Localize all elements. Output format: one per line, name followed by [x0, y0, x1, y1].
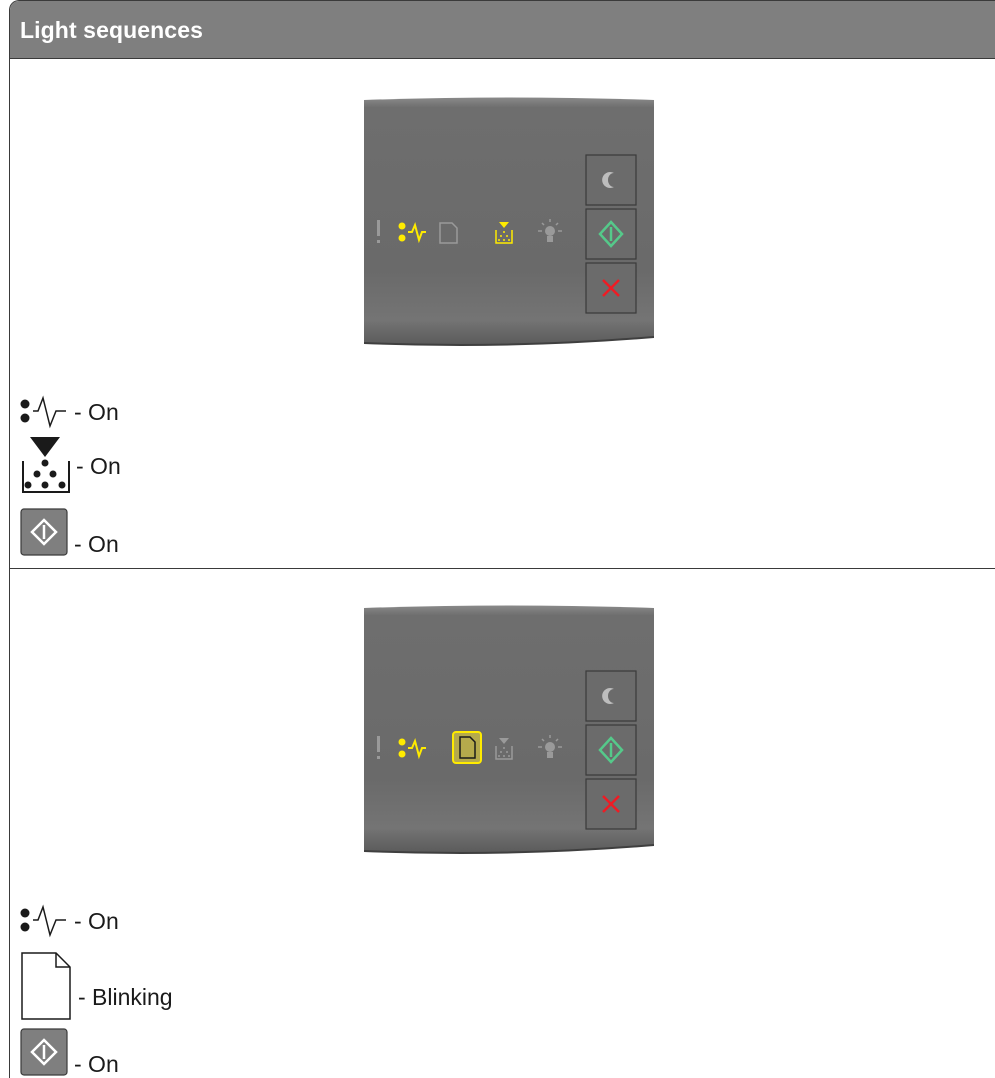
paper-icon: [439, 222, 458, 244]
table-header: Light sequences: [10, 1, 995, 59]
attention-icon: [377, 736, 380, 759]
legend-row: - On: [20, 1028, 119, 1078]
paper-icon: [21, 952, 71, 1020]
control-panel-1: [364, 97, 654, 347]
cancel-x-icon: [602, 279, 620, 297]
cancel-button[interactable]: [585, 778, 637, 830]
ready-data-icon: [20, 904, 66, 938]
document-frame: [9, 0, 995, 1078]
attention-icon: [377, 220, 380, 243]
start-button[interactable]: [585, 208, 637, 260]
cancel-button[interactable]: [585, 262, 637, 314]
moon-icon: [602, 172, 614, 188]
legend-status: - On: [76, 452, 121, 479]
legend-status: - On: [74, 398, 119, 425]
legend-status: - On: [74, 1050, 119, 1077]
legend-status: - Blinking: [78, 983, 173, 1010]
sleep-button[interactable]: [585, 670, 637, 722]
start-diamond-icon: [598, 220, 624, 248]
legend-status: - On: [74, 907, 119, 934]
paper-icon-blinking: [452, 731, 482, 764]
ready-data-icon: [398, 737, 426, 760]
toner-icon: [495, 222, 513, 244]
start-button[interactable]: [585, 724, 637, 776]
moon-icon: [602, 688, 614, 704]
legend-row: - On: [20, 437, 121, 495]
legend-row: - Blinking: [20, 951, 173, 1021]
ready-data-icon: [398, 221, 426, 244]
start-diamond-icon: [598, 736, 624, 764]
ready-data-icon: [20, 395, 66, 429]
legend-row: - On: [20, 903, 119, 939]
header-title: Light sequences: [20, 17, 203, 43]
row-divider: [10, 568, 995, 569]
legend-status: - On: [74, 530, 119, 557]
bulb-icon: [538, 219, 562, 242]
toner-icon: [495, 738, 513, 760]
sleep-button[interactable]: [585, 154, 637, 206]
toner-icon: [22, 437, 70, 493]
control-panel-2: [364, 605, 654, 855]
start-button-icon: [20, 508, 68, 556]
cancel-x-icon: [602, 795, 620, 813]
bulb-icon: [538, 735, 562, 758]
legend-row: - On: [20, 508, 119, 558]
start-button-icon: [20, 1028, 68, 1076]
legend-row: - On: [20, 394, 119, 430]
